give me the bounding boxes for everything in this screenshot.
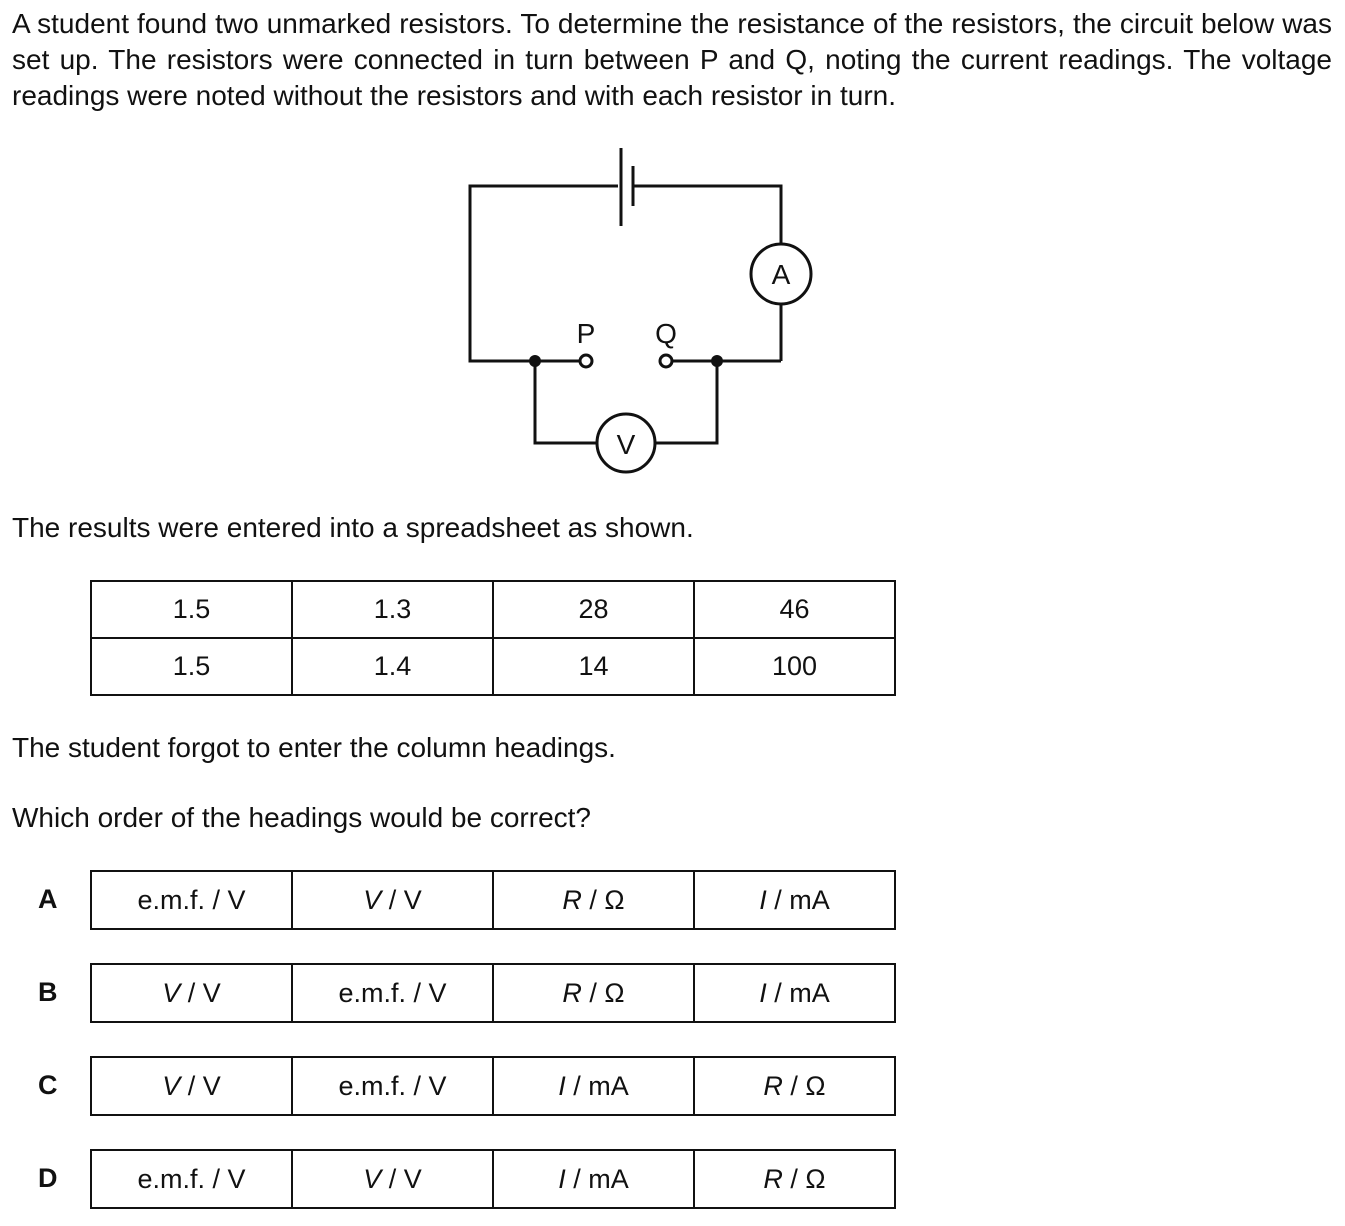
junction-left (529, 355, 541, 367)
option-table: V / V e.m.f. / V I / mA R / Ω (90, 1056, 896, 1116)
heading-cell: I / mA (492, 1149, 695, 1209)
ammeter-label: A (772, 259, 791, 290)
heading-cell: I / mA (492, 1056, 695, 1116)
option-letter: A (38, 884, 58, 914)
voltmeter-wire-left (533, 361, 597, 445)
table-cell: 1.5 (90, 580, 293, 639)
heading-cell: e.m.f. / V (90, 870, 293, 930)
heading-cell: V / V (90, 1056, 293, 1116)
heading-cell: R / Ω (693, 1149, 896, 1209)
intro-paragraph: A student found two unmarked resistors. … (12, 8, 1332, 111)
table-row: 1.5 1.3 28 46 (90, 580, 896, 639)
voltmeter-label: V (617, 429, 636, 460)
heading-cell: e.m.f. / V (291, 1056, 494, 1116)
terminal-q-label: Q (655, 318, 677, 349)
option-letter: C (38, 1070, 58, 1100)
option-d[interactable]: D e.m.f. / V V / V I / mA R / Ω (0, 1149, 900, 1209)
heading-cell: R / Ω (492, 963, 695, 1023)
heading-cell: e.m.f. / V (90, 1149, 293, 1209)
option-letter: B (38, 977, 58, 1007)
option-b[interactable]: B V / V e.m.f. / V R / Ω I / mA (0, 963, 900, 1023)
option-table: e.m.f. / V V / V R / Ω I / mA (90, 870, 896, 930)
heading-cell: R / Ω (693, 1056, 896, 1116)
heading-cell: e.m.f. / V (291, 963, 494, 1023)
heading-cell: I / mA (693, 870, 896, 930)
wire-top-right (633, 184, 783, 243)
heading-cell: V / V (90, 963, 293, 1023)
voltmeter-circle (595, 412, 657, 474)
results-table: 1.5 1.3 28 46 1.5 1.4 14 100 (90, 580, 896, 696)
table-cell: 100 (693, 637, 896, 696)
circuit-diagram: A V P Q (468, 148, 813, 474)
heading-cell: V / V (291, 1149, 494, 1209)
table-row: 1.5 1.4 14 100 (90, 637, 896, 696)
heading-cell: V / V (291, 870, 494, 930)
heading-cell: I / mA (693, 963, 896, 1023)
option-a[interactable]: A e.m.f. / V V / V R / Ω I / mA (0, 870, 900, 930)
terminal-p (578, 353, 594, 369)
table-cell: 1.5 (90, 637, 293, 696)
table-cell: 1.4 (291, 637, 494, 696)
table-cell: 14 (492, 637, 695, 696)
question-text: Which order of the headings would be cor… (12, 802, 591, 833)
terminal-p-label: P (577, 318, 596, 349)
terminal-q (658, 353, 674, 369)
junction-right (711, 355, 723, 367)
table-cell: 28 (492, 580, 695, 639)
option-table: V / V e.m.f. / V R / Ω I / mA (90, 963, 896, 1023)
results-text: The results were entered into a spreadsh… (12, 512, 694, 543)
ammeter-circle (749, 242, 813, 306)
wire-top-left (468, 184, 618, 363)
heading-cell: R / Ω (492, 870, 695, 930)
option-letter: D (38, 1163, 58, 1193)
voltmeter-wire-right (655, 361, 719, 445)
table-cell: 46 (693, 580, 896, 639)
table-cell: 1.3 (291, 580, 494, 639)
option-table: e.m.f. / V V / V I / mA R / Ω (90, 1149, 896, 1209)
forgot-text: The student forgot to enter the column h… (12, 732, 616, 763)
option-c[interactable]: C V / V e.m.f. / V I / mA R / Ω (0, 1056, 900, 1116)
